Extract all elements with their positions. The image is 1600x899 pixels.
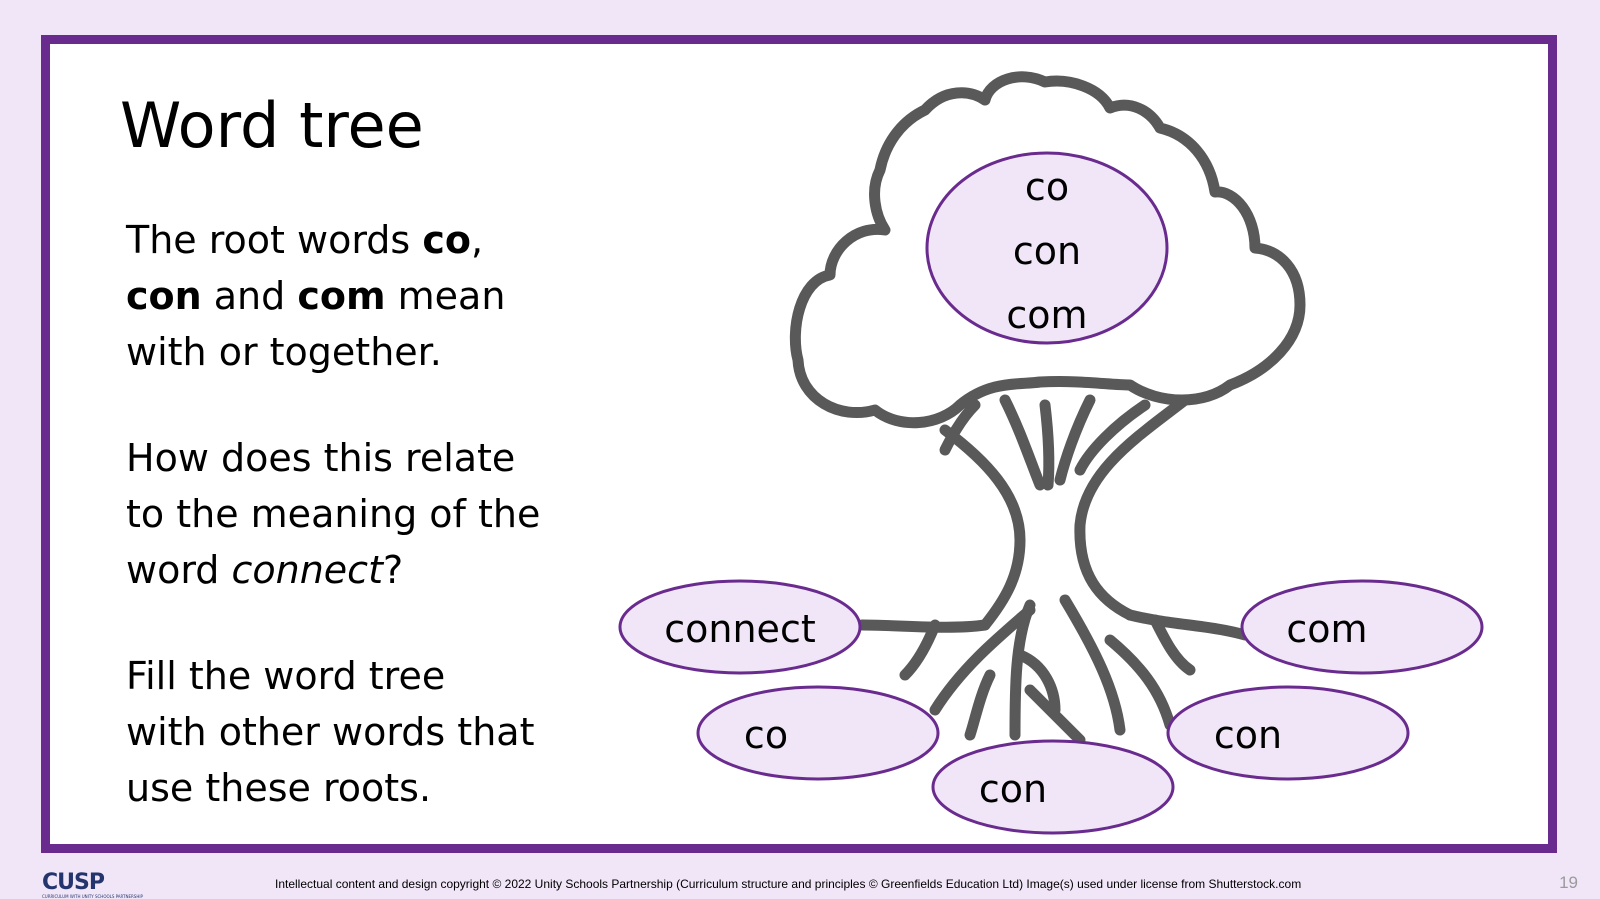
root-left-main [856,619,991,633]
root-center-5 [1059,594,1126,736]
root-co: co [422,218,471,262]
oval-con-right [1166,685,1410,781]
oval-connect-label: connect [664,607,815,651]
root-center-3 [1014,649,1061,716]
page-number: 19 [1559,873,1578,892]
oval-com-label: com [1286,607,1367,651]
oval-con-bottom [931,739,1175,835]
root-center-2 [929,604,1036,716]
tree-trunk-left [939,424,1026,631]
crown-oval [925,151,1169,345]
tree-crown [789,71,1306,429]
tree-inner-branch-4 [1054,394,1096,486]
oval-co-label: co [744,713,788,757]
root-right-3 [1104,634,1176,731]
root-com: com [297,274,386,318]
oval-connect [618,579,862,675]
crown-root-co: co [1025,165,1069,209]
root-center-6 [1024,684,1086,746]
root-right-main [1124,609,1251,641]
oval-com [1240,579,1484,675]
tree-inner-branch-2 [999,394,1046,491]
root-words-paragraph: The root words co, con and com mean with… [126,218,506,374]
crown-root-con: con [1013,229,1081,273]
oval-con-bottom-label: con [979,767,1047,811]
cusp-logo: CUSP CURRICULUM WITH UNITY SCHOOLS PARTN… [42,870,143,899]
tree-inner-branch-1 [939,399,981,456]
crown-root-com: com [1006,293,1087,337]
tree-inner-branch-3 [1039,399,1055,491]
oval-con-right-label: con [1214,713,1282,757]
tree-trunk-right [1074,394,1191,621]
question-paragraph: How does this relate to the meaning of t… [126,436,541,592]
root-left-2 [899,619,941,681]
root-right-2 [1149,614,1196,676]
root-center-4 [964,669,996,741]
oval-co [696,685,940,781]
instruction-paragraph: Fill the word tree with other words that… [126,654,535,810]
tree-inner-branch-5 [1074,399,1151,476]
slide-title: Word tree [120,89,424,162]
copyright-notice: Intellectual content and design copyrigh… [275,877,1302,891]
root-con: con [126,274,202,318]
word-connect: connect [231,548,383,592]
tree-outline [789,71,1306,746]
